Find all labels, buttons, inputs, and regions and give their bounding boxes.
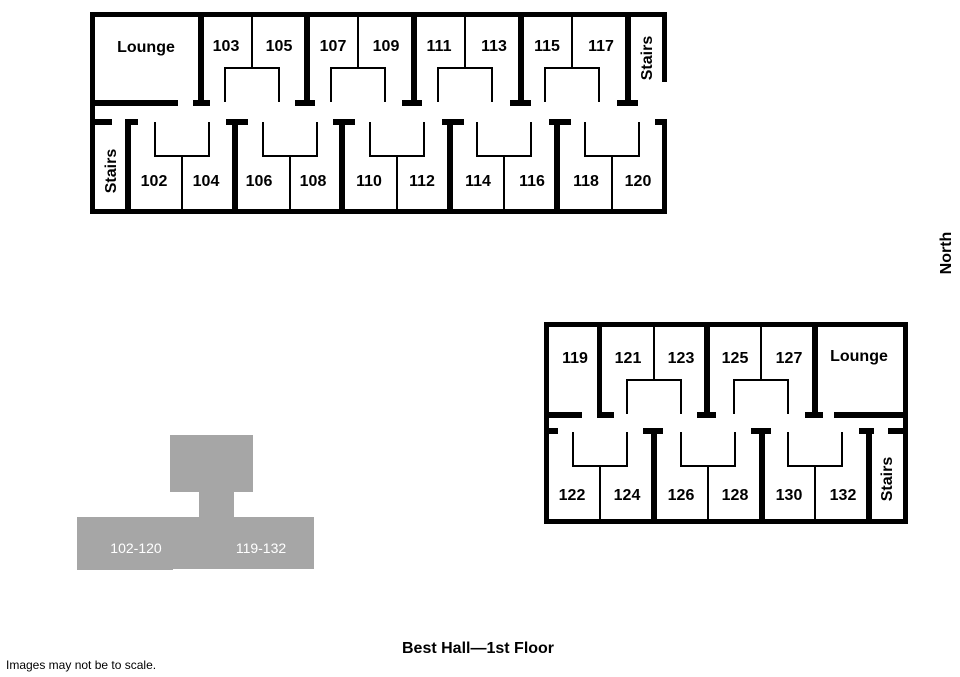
west-south-corridor-wall xyxy=(90,119,667,125)
west-divider xyxy=(447,119,453,214)
east-wing-east-wall xyxy=(903,322,908,524)
page-title: Best Hall—1st Floor xyxy=(402,640,555,657)
east-divider xyxy=(597,322,602,418)
closet xyxy=(369,122,425,209)
east-wing-south-wall xyxy=(544,519,908,524)
west-divider xyxy=(518,12,524,106)
room-label: 123 xyxy=(668,350,695,367)
room-label: 109 xyxy=(373,38,400,55)
east-divider xyxy=(704,322,710,418)
room-label: 113 xyxy=(481,38,507,55)
west-divider xyxy=(232,119,238,214)
room-label: 124 xyxy=(614,487,641,504)
closet xyxy=(224,17,280,102)
east-divider xyxy=(759,428,765,524)
closet xyxy=(733,327,789,414)
closet xyxy=(330,17,386,102)
west-wing-east-wall-upper xyxy=(662,12,667,82)
closet xyxy=(437,17,493,102)
room-label: 118 xyxy=(573,173,599,190)
west-lounge-label: Lounge xyxy=(117,39,175,56)
site-label-east: 119-132 xyxy=(236,540,287,556)
room-label: 102 xyxy=(141,173,168,190)
room-label: 108 xyxy=(300,173,327,190)
closet xyxy=(262,122,318,209)
building-east-block xyxy=(172,517,314,569)
room-label: 107 xyxy=(320,38,347,55)
room-label: 115 xyxy=(534,38,560,55)
room-label: 103 xyxy=(213,38,240,55)
closet xyxy=(584,122,640,209)
site-label-west: 102-120 xyxy=(110,540,162,556)
west-divider xyxy=(554,119,560,214)
closet xyxy=(787,432,843,519)
closet xyxy=(680,432,736,519)
room-label: 122 xyxy=(559,487,586,504)
west-divider xyxy=(625,12,631,106)
west-divider xyxy=(339,119,345,214)
room-label: 121 xyxy=(615,350,642,367)
east-south-corridor-wall xyxy=(544,428,908,434)
building-connector xyxy=(199,490,234,520)
east-divider xyxy=(651,428,657,524)
west-wing-north-wall xyxy=(90,12,667,17)
west-divider xyxy=(304,12,310,106)
east-wing-north-wall xyxy=(544,322,908,327)
west-wing-south-wall xyxy=(90,209,667,214)
east-divider xyxy=(866,428,872,524)
west-wing: Lounge 103 105 107 109 111 113 115 117 S… xyxy=(90,12,667,214)
room-label: 127 xyxy=(776,350,803,367)
room-label: 125 xyxy=(722,350,749,367)
west-divider xyxy=(411,12,417,106)
building-north-block xyxy=(170,435,253,492)
west-north-corridor-wall xyxy=(90,100,638,106)
room-label: 117 xyxy=(588,38,614,55)
building-west-block xyxy=(77,517,173,570)
room-119-south-wall xyxy=(544,412,582,418)
east-divider xyxy=(812,322,818,418)
west-wing-west-wall xyxy=(90,12,95,214)
east-north-corridor-wall xyxy=(597,412,908,418)
closet xyxy=(572,432,628,519)
east-lounge-label: Lounge xyxy=(830,348,888,365)
scale-note: Images may not be to scale. xyxy=(6,658,157,672)
east-wing-west-wall xyxy=(544,322,549,524)
west-divider xyxy=(198,12,204,106)
west-divider xyxy=(125,119,131,214)
closet xyxy=(154,122,210,209)
east-wing: 119 121 123 125 127 Lounge 122 124 126 1… xyxy=(544,322,908,524)
west-east-stairs-label: Stairs xyxy=(639,36,656,81)
room-label: 120 xyxy=(625,173,652,190)
room-label: 114 xyxy=(465,173,491,190)
site-map: 102-120 119-132 xyxy=(77,435,314,570)
east-stairs-label: Stairs xyxy=(879,457,896,502)
room-label: 104 xyxy=(193,173,220,190)
room-label: 119 xyxy=(562,350,588,367)
room-label: 111 xyxy=(427,38,452,55)
room-label: 130 xyxy=(776,487,803,504)
closet xyxy=(476,122,532,209)
west-west-stairs-label: Stairs xyxy=(103,149,120,194)
room-label: 106 xyxy=(246,173,273,190)
room-label: 105 xyxy=(266,38,293,55)
room-label: 132 xyxy=(830,487,857,504)
room-label: 110 xyxy=(356,173,382,190)
room-label: 128 xyxy=(722,487,749,504)
closet xyxy=(544,17,600,102)
west-wing-east-wall-lower xyxy=(662,120,667,214)
room-label: 116 xyxy=(519,173,545,190)
closet xyxy=(626,327,682,414)
room-label: 126 xyxy=(668,487,695,504)
room-label: 112 xyxy=(409,173,435,190)
north-indicator: North xyxy=(938,232,955,275)
